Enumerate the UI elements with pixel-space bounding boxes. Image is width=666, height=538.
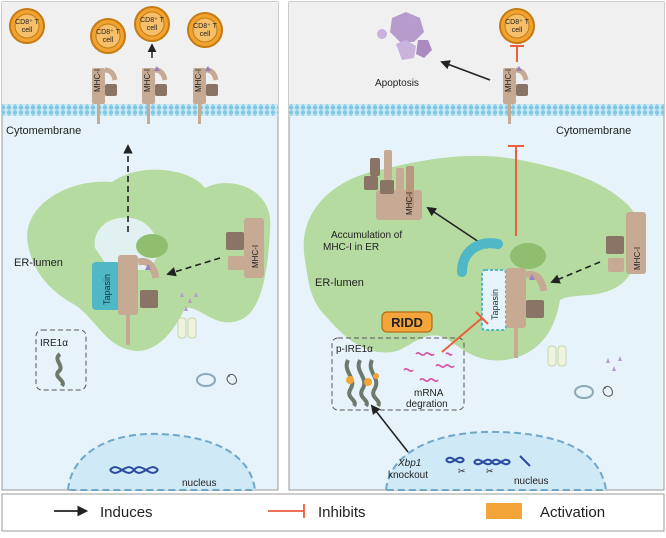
accumulated-mhc: MHC-I bbox=[364, 150, 422, 220]
left-entering-mhc-label: MHC-I bbox=[251, 245, 260, 268]
left-tcell-2: CD8⁺ T cell bbox=[90, 18, 126, 54]
left-ire-label: IRE1α bbox=[40, 338, 68, 349]
left-er-label: ER-lumen bbox=[14, 257, 63, 269]
mrna-label-2: degration bbox=[406, 399, 448, 410]
left-tcell-1-label-a: CD8⁺ T bbox=[15, 19, 40, 26]
left-membrane-label: Cytomembrane bbox=[6, 125, 81, 137]
scissors-icon: ✂ bbox=[458, 466, 466, 476]
left-ribosome bbox=[196, 373, 216, 387]
right-tapasin-label: Tapasin bbox=[490, 289, 500, 320]
left-tcell-2-label-b: cell bbox=[103, 37, 114, 44]
legend-inhibits-symbol bbox=[268, 504, 305, 518]
pire-box bbox=[331, 337, 465, 411]
ridd-label: RIDD bbox=[391, 315, 423, 330]
right-entering-mhc-label: MHC-I bbox=[633, 247, 642, 270]
xbp1-label: Xbp1 bbox=[397, 458, 421, 469]
right-nucleus-label: nucleus bbox=[514, 476, 548, 487]
apoptosis-label: Apoptosis bbox=[375, 78, 419, 89]
left-green-loader bbox=[136, 234, 168, 258]
left-ire-box bbox=[35, 329, 87, 391]
apoptosis-arrow bbox=[440, 60, 491, 81]
mrna-label-1: mRNA bbox=[414, 388, 444, 399]
right-entry-arrow bbox=[550, 261, 601, 284]
knockout-label: knockout bbox=[388, 470, 428, 481]
left-tcell-3: CD8⁺ T cell bbox=[134, 6, 170, 42]
left-peptides bbox=[180, 292, 198, 311]
left-mhc-1-label: MHC-I bbox=[93, 69, 102, 92]
left-tcell-4-label-b: cell bbox=[200, 31, 211, 38]
right-tcell: CD8⁺ T cell bbox=[499, 8, 535, 44]
right-tcell-label-b: cell bbox=[512, 27, 523, 34]
left-rna-squiggle bbox=[226, 373, 237, 385]
left-mhc-er bbox=[118, 255, 138, 315]
scissors-icon-2: ✂ bbox=[486, 466, 494, 476]
left-tcell-1: CD8⁺ T cell bbox=[9, 8, 45, 44]
left-entering-mhc: MHC-I bbox=[226, 218, 264, 278]
right-green-loader bbox=[510, 243, 546, 269]
right-panel: Apoptosis CD8⁺ T cell MHC-I Cytomembrane… bbox=[288, 1, 665, 491]
left-membrane-mhc-2: MHC-I bbox=[142, 66, 168, 124]
left-nucleus-label: nucleus bbox=[182, 478, 216, 489]
left-panel: CD8⁺ T cell CD8⁺ T cell CD8⁺ T cell CD8⁺… bbox=[1, 1, 279, 491]
right-membrane-mhc: MHC-I bbox=[503, 66, 529, 124]
right-tapasin bbox=[481, 269, 507, 331]
right-nucleus bbox=[384, 430, 608, 491]
left-entry-arrow bbox=[166, 257, 221, 277]
left-membrane-mhc-3: MHC-I bbox=[193, 66, 219, 124]
legend-induces-label: Induces bbox=[100, 504, 153, 521]
right-ribosome bbox=[574, 385, 594, 399]
legend-frame bbox=[1, 493, 665, 532]
left-tcell-3-label-b: cell bbox=[147, 25, 158, 32]
apoptosis-cluster bbox=[377, 12, 432, 60]
left-ire-protein bbox=[55, 352, 65, 388]
left-membrane bbox=[2, 104, 278, 116]
accumulated-mhc-label: MHC-I bbox=[405, 192, 414, 215]
left-tapasin bbox=[92, 262, 120, 310]
right-tcell-label-a: CD8⁺ T bbox=[505, 19, 530, 26]
right-tcell-inhibit bbox=[510, 45, 524, 62]
right-extracellular bbox=[289, 2, 664, 104]
left-b2m-er bbox=[140, 290, 158, 308]
membrane-inhibit bbox=[508, 145, 524, 236]
pire-complex bbox=[344, 359, 381, 408]
mrna-fragments bbox=[403, 351, 455, 383]
pire-label: p-IRE1α bbox=[336, 344, 373, 355]
left-nucleus bbox=[66, 432, 257, 491]
right-b2m-er bbox=[526, 300, 544, 318]
left-tcell-3-label-a: CD8⁺ T bbox=[140, 17, 165, 24]
right-mhc-er bbox=[506, 268, 526, 328]
left-tap-transporter bbox=[177, 317, 197, 339]
left-tapasin-label: Tapasin bbox=[102, 274, 112, 305]
left-membrane-mhc-1: MHC-I bbox=[92, 67, 118, 124]
right-entering-mhc: MHC-I bbox=[606, 212, 646, 274]
right-peptides bbox=[606, 356, 622, 371]
right-membrane-mhc-label: MHC-I bbox=[504, 69, 513, 92]
left-tcell-4-label-a: CD8⁺ T bbox=[193, 23, 218, 30]
right-rna-squiggle bbox=[602, 385, 613, 397]
left-mhc-3-label: MHC-I bbox=[194, 69, 203, 92]
legend: Induces Inhibits Activation bbox=[1, 493, 665, 532]
right-dna-broken bbox=[445, 455, 531, 467]
right-membrane-label: Cytomembrane bbox=[556, 125, 631, 137]
right-tap-transporter bbox=[547, 345, 567, 367]
xbp1-induce-arrow bbox=[370, 404, 409, 453]
left-mhc-2-label: MHC-I bbox=[143, 69, 152, 92]
left-tcell-2-label-a: CD8⁺ T bbox=[96, 29, 121, 36]
right-membrane bbox=[289, 104, 664, 116]
accumulation-label-2: MHC-I in ER bbox=[323, 242, 379, 253]
accumulation-label-1: Accumulation of bbox=[331, 230, 402, 241]
legend-inhibits-label: Inhibits bbox=[318, 504, 366, 521]
ridd-badge bbox=[381, 311, 433, 333]
legend-activation-label: Activation bbox=[540, 504, 605, 521]
ridd-inhibit bbox=[441, 311, 489, 353]
right-tapasin-arc bbox=[457, 238, 503, 277]
left-tcell-4: CD8⁺ T cell bbox=[187, 12, 223, 48]
right-er-label: ER-lumen bbox=[315, 277, 364, 289]
left-tcell-1-label-b: cell bbox=[22, 27, 33, 34]
left-er-lumen-pocket bbox=[94, 217, 159, 270]
legend-activation-swatch bbox=[486, 503, 522, 519]
